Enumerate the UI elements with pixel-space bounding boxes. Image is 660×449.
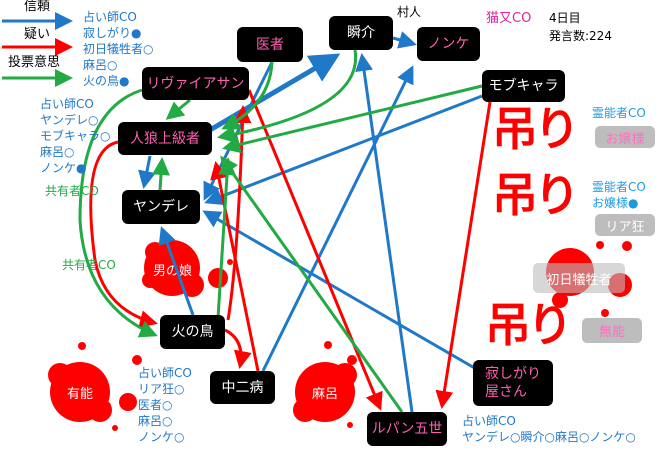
note-line: 寂しがり● [83,26,142,40]
arrow-vote [221,61,274,130]
arrow-doubt [89,140,158,328]
note-line: 占い師CO [462,414,516,428]
arrow-doubt [224,328,252,369]
legend-vote-label: 投票意思 [8,55,61,70]
note-line: 医者○ [138,398,173,412]
note-line: 麻呂○ [83,58,118,72]
note-line: 霊能者CO [592,180,646,194]
medium-co-1: 霊能者CO [592,106,646,120]
splat-yuunou [48,342,142,431]
arrow-doubt [210,161,260,372]
arrow-trust [204,94,483,206]
arrow-trust [202,210,479,372]
node-jinro[interactable]: 人狼上級者 [118,122,212,155]
arrow-trust [261,65,414,372]
arrow-vote [216,157,237,319]
note-line: モブキャラ○ [40,129,111,143]
dead-ojousama: お嬢様 [595,126,655,148]
hang-mark: 吊り [492,168,580,222]
dead-maro: 麻呂 [311,386,338,402]
note-line: お嬢様● [592,196,639,210]
hang-mark: 吊り [485,298,573,352]
note-line: 占い師CO [40,97,94,111]
node-nonke[interactable]: ノンケ [417,27,480,61]
dead-riajuu: リア狂 [595,214,655,236]
dead-shonichi: 初日犠牲者 [533,263,625,293]
note-line: 麻呂○ [40,145,75,159]
share-co-2: 共有者CO [62,258,116,272]
note-line: ヤンデレ○ [40,113,99,127]
dead-munou: 無能 [582,318,642,343]
node-shunsuke[interactable]: 瞬介 [329,16,393,50]
legend-doubt-label: 疑い [24,27,51,42]
node-lupin[interactable]: ルパン五世 [367,412,447,446]
arrow-vote [220,155,404,413]
arrow-trust [158,226,195,316]
node-leviathan[interactable]: リヴァイアサン [142,67,249,100]
arrow-doubt [435,101,492,409]
splat-maro [293,341,357,428]
dead-yuunou: 有能 [66,386,93,402]
node-isha[interactable]: 医者 [237,27,303,62]
note-line: 占い師CO [138,366,192,380]
arrow-vote [217,49,358,144]
hang-mark: 吊り [492,102,580,156]
note-line: ノンケ● [40,161,87,175]
node-sabishigari[interactable]: 寂しがり屋さん [473,360,553,406]
medium-note-2: 霊能者CO お嬢様● [592,179,646,211]
arrow-doubt [247,89,383,411]
arrow-vote [165,98,191,120]
note-line: ノンケ○ [138,430,185,444]
day-label: 4日目 [549,11,581,25]
seer-note-bottom-right: 占い師CO ヤンデレ○瞬介○麻呂○ノンケ○ [462,413,636,445]
post-count: 発言数:224 [549,29,612,43]
arrow-vote [222,84,483,154]
seer-note-left: 占い師CO ヤンデレ○ モブキャラ○ 麻呂○ ノンケ● [40,96,110,176]
splat-otokonoko [142,240,233,297]
node-hinotori[interactable]: 火の鳥 [160,315,225,349]
arrow-trust [392,31,417,49]
nekomata-co: 猫又CO [486,11,532,26]
note-line: 火の鳥● [83,74,130,88]
dead-otokonoko: 男の娘 [152,263,192,279]
arrow-trust [355,53,414,413]
note-line: 占い師CO [83,10,137,24]
note-line: リア狂○ [138,382,185,396]
villager-label: 村人 [397,5,422,19]
legend-trust-label: 信頼 [24,0,51,14]
arrow-vote [78,88,158,338]
node-yandere[interactable]: ヤンデレ [122,190,200,224]
seer-note-bottom-left: 占い師CO リア狂○ 医者○ 麻呂○ ノンケ○ [138,365,192,445]
share-co-1: 共有者CO [45,184,99,198]
arrow-vote [152,157,170,191]
note-line: 麻呂○ [138,414,173,428]
note-line: 初日犠牲者○ [83,42,154,56]
node-mob[interactable]: モブキャラ [482,70,565,102]
node-chuuni[interactable]: 中二病 [210,371,275,404]
arrow-trust [138,155,156,189]
note-line: ヤンデレ○瞬介○麻呂○ノンケ○ [462,430,636,444]
seer-note-top: 占い師CO 寂しがり● 初日犠牲者○ 麻呂○ 火の鳥● [83,9,153,89]
